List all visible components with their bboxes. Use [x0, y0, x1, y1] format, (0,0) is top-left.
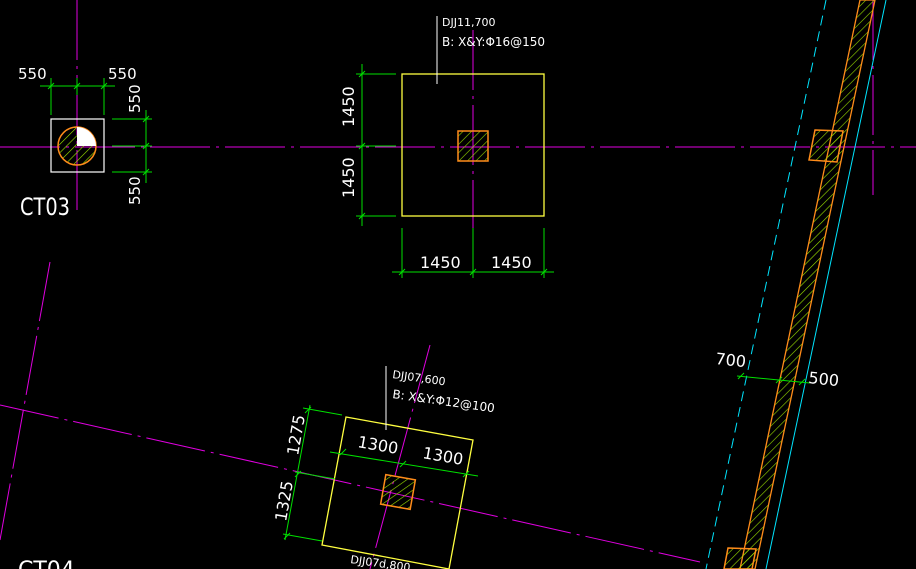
wall-dim-right: 500 [808, 368, 840, 390]
footing-top-dim-bottom [392, 228, 554, 278]
footing-bottom-outline [321, 416, 474, 569]
footing-bottom-column [379, 473, 417, 511]
wall-dim [736, 372, 811, 386]
axis-diagonal-left [0, 261, 51, 541]
pile-dim-top-left: 550 [18, 65, 47, 83]
footing-djj07[interactable]: DJJ07,600 B: X&Y:Φ12@100 1300 1300 1275 … [271, 366, 496, 569]
wall-column-top [808, 129, 844, 163]
footing-bottom-dim-left-bottom: 1325 [271, 479, 297, 522]
pile-white-quadrant [77, 127, 96, 146]
footing-bottom-dim-top [329, 448, 479, 478]
footing-bottom-dim-left [282, 404, 343, 542]
wall-strip[interactable]: 700 500 [705, 0, 887, 569]
wall-dim-left: 700 [715, 349, 747, 371]
footing-djj11[interactable]: DJJ11,700 B: X&Y:Φ16@150 1450 1450 1450 … [339, 16, 554, 278]
wall-column-bottom [723, 547, 757, 569]
footing-top-dim-left [356, 64, 396, 226]
wall-dashed-left [705, 0, 827, 569]
pile-dim-side [112, 110, 152, 183]
footing-top-column [457, 130, 489, 162]
footing-bottom-dim-left-top: 1275 [283, 413, 309, 456]
pile-dim-side-top: 550 [126, 84, 144, 113]
pile-cap-outline [50, 118, 105, 173]
footing-top-dim-left-bottom: 1450 [339, 157, 358, 198]
pile-dim-top-right: 550 [108, 65, 137, 83]
axis-diagonal-lower [0, 404, 701, 563]
pile-cap-ct03[interactable]: 550 550 550 550 CT03 [18, 65, 152, 221]
footing-top-dim-bottom-right: 1450 [491, 253, 532, 272]
pile-cap-label: CT03 [20, 193, 70, 221]
partial-label-ct04: CT04 [18, 558, 75, 569]
footing-bottom-tag-line2: B: X&Y:Φ12@100 [392, 387, 496, 415]
footing-top-tag-line2: B: X&Y:Φ16@150 [442, 35, 545, 49]
footing-bottom-dim-top-left: 1300 [356, 432, 399, 458]
pile-dim-top [40, 78, 115, 115]
pile-dim-side-bottom: 550 [126, 176, 144, 205]
footing-top-dim-left-top: 1450 [339, 86, 358, 127]
footing-top-dim-bottom-left: 1450 [420, 253, 461, 272]
axis-diagonal-footing-bottom [369, 344, 431, 569]
footing-bottom-dim-top-right: 1300 [421, 443, 464, 469]
wall-dashed-right [765, 0, 887, 569]
footing-top-tag-line1: DJJ11,700 [442, 16, 495, 29]
footing-top-outline [401, 73, 545, 217]
